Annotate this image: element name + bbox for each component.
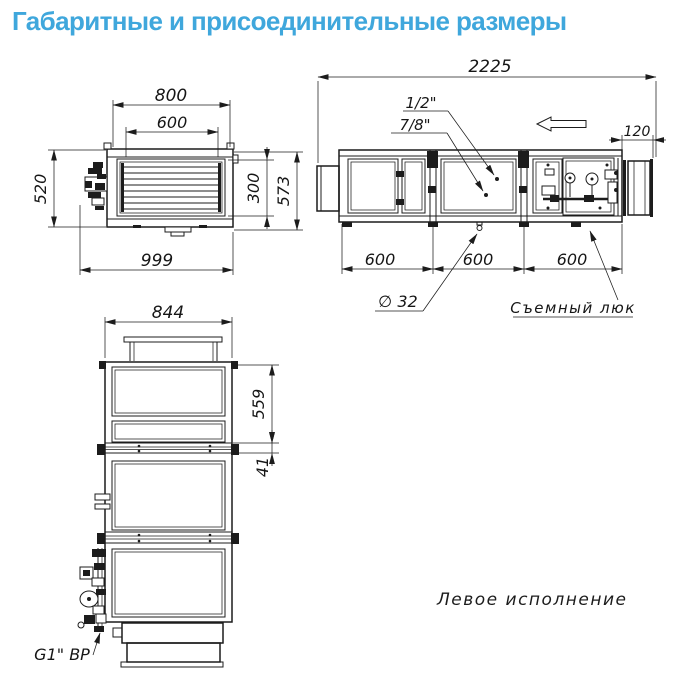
joint-band-2 [97,531,239,544]
dim-844: 844 [104,303,233,358]
dim-41-value: 41 [253,457,272,477]
side-view-outlet-duct [614,158,653,217]
label-pipe-half-inch: 1/2" [403,94,495,176]
side-view: 2225 120 1/2" 7/8" [316,57,666,318]
label-pipe-seven-eighth: 7/8" [391,116,484,192]
dim-600-grille: 600 [125,113,219,157]
dim-999: 999 [79,205,234,275]
dim-300-value: 300 [244,173,263,204]
dim-120: 120 [609,124,666,159]
end-view: 800 600 520 300 [31,86,303,275]
side-view-section-2 [440,158,517,214]
coil-pipe-stub-1 [94,493,111,501]
dim-520: 520 [31,149,106,228]
dim-800-value: 800 [155,86,187,106]
dim-120-value: 120 [624,124,651,140]
dim-999-value: 999 [141,251,173,271]
dim-573-value: 573 [274,176,293,207]
drain-port [476,225,483,231]
end-view-pipe-fittings [84,162,108,210]
joint-band-1 [97,442,239,455]
port-half-inch [495,177,499,181]
dim-844-value: 844 [152,303,184,323]
front-view-bottom-duct [112,622,224,668]
front-view-piping-assembly [77,548,107,632]
front-view: 844 559 41 G1" ВР [34,303,279,668]
side-view-casing [316,149,623,227]
front-view-casing [94,361,239,623]
dim-2225: 2225 [317,57,657,163]
front-view-top-duct [123,336,223,361]
label-thread-connection: G1" ВР [34,632,101,664]
removable-hatch-label: Съемный люк [510,299,636,317]
drain-diameter-value: ∅ 32 [378,292,417,311]
dim-600-section1-value: 600 [365,250,396,269]
dim-559-value: 559 [249,389,268,420]
dim-600-section2-value: 600 [463,250,494,269]
side-view-section-1 [347,158,426,214]
coil-pipe-stub-2 [94,503,111,510]
pipe-seven-eighth-label: 7/8" [399,116,430,134]
dim-600-sections: 600 600 600 [341,224,623,274]
side-view-valve-section [532,157,618,216]
dim-300: 300 [228,147,274,229]
page-title: Габаритные и присоединительные размеры [12,6,567,36]
dim-600-section3-value: 600 [557,250,588,269]
thread-connection-label: G1" ВР [34,645,90,664]
variant-note: Левое исполнение [437,590,628,610]
dim-2225-value: 2225 [468,57,511,77]
end-view-casing [103,142,239,237]
port-seven-eighth [484,193,488,197]
dim-520-value: 520 [31,174,50,205]
dim-800: 800 [112,86,231,147]
dim-573: 573 [234,151,303,231]
airflow-arrow-icon [535,116,587,132]
pipe-half-inch-label: 1/2" [405,94,436,112]
label-drain-diameter: ∅ 32 [375,221,483,312]
dim-41: 41 [233,430,279,477]
label-removable-hatch: Съемный люк [510,230,636,318]
louver-grille [124,166,218,210]
dim-600-grille-value: 600 [157,113,188,132]
